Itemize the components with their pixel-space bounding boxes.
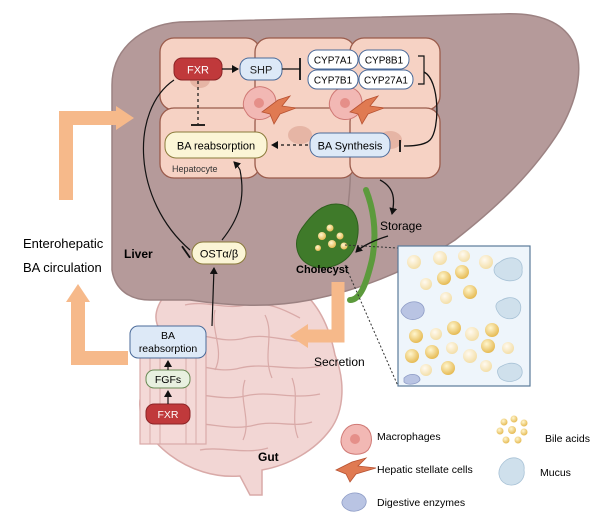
gut-label: Gut bbox=[258, 450, 279, 464]
fxr-liver-label: FXR bbox=[187, 65, 209, 77]
legend-bile-acids-icon bbox=[496, 415, 528, 444]
storage-label: Storage bbox=[380, 219, 422, 233]
ba-reabsorption-gut-label-2: reabsorption bbox=[139, 343, 198, 355]
cyp7b1-label: CYP7B1 bbox=[314, 76, 353, 87]
ba-reabsorption-gut-label-1: BA bbox=[161, 330, 175, 342]
cholecyst-label: Cholecyst bbox=[296, 264, 349, 276]
legend-enzymes-label: Digestive enzymes bbox=[377, 497, 465, 509]
legend-enzyme-icon bbox=[341, 492, 367, 512]
ba-reabsorption-gut-box: BA reabsorption bbox=[129, 325, 207, 359]
ost-box: OSTα/β bbox=[191, 241, 247, 265]
cyp-bracket bbox=[418, 55, 425, 85]
cyp7a1-box: CYP7A1 bbox=[307, 49, 359, 70]
legend-macrophage-icon bbox=[340, 423, 372, 455]
cyp27a1-box: CYP27A1 bbox=[358, 69, 414, 90]
bile-zoom-box bbox=[397, 245, 531, 387]
gallbladder bbox=[296, 187, 378, 303]
zoom-line-top bbox=[344, 244, 399, 249]
fgfs-label: FGFs bbox=[155, 374, 181, 386]
ost-to-reabsorption-arrow bbox=[221, 161, 243, 241]
enterohepatic-label-line2: BA circulation bbox=[23, 260, 102, 275]
legend-mucus-icon bbox=[498, 457, 525, 486]
fgfs-box: FGFs bbox=[145, 369, 191, 389]
cyp8b1-box: CYP8B1 bbox=[358, 49, 410, 70]
cyp-to-synthesis-connector bbox=[403, 71, 438, 147]
cyp8b1-label: CYP8B1 bbox=[365, 56, 404, 67]
liver-stellate-cell-1 bbox=[261, 95, 297, 125]
liver-stellate-cell-2 bbox=[349, 95, 385, 125]
secretion-label: Secretion bbox=[314, 355, 365, 369]
legend-macrophages-label: Macrophages bbox=[377, 431, 441, 443]
gut-reabsorption-to-ost-arrow bbox=[209, 267, 218, 327]
legend-mucus-label: Mucus bbox=[540, 467, 571, 479]
enterohepatic-label-line1: Enterohepatic bbox=[23, 236, 104, 251]
liver-macrophage-2 bbox=[328, 86, 363, 120]
ba-synthesis-box: BA Synthesis bbox=[309, 132, 391, 158]
fxr-to-ost-connector bbox=[142, 79, 191, 251]
intestinal-villi bbox=[139, 351, 207, 445]
ba-reabsorption-liver-box: BA reabsorption bbox=[164, 131, 268, 159]
enterohepatic-circulation-arrows bbox=[59, 106, 345, 365]
legend: Macrophages Hepatic stellate cells Diges… bbox=[335, 415, 590, 512]
legend-bile-acids-label: Bile acids bbox=[545, 433, 590, 445]
cyp27a1-label: CYP27A1 bbox=[364, 76, 408, 87]
duct-to-gallbladder-arrow bbox=[355, 235, 389, 253]
legend-stellate-label: Hepatic stellate cells bbox=[377, 464, 473, 476]
hepatocyte-label: Hepatocyte bbox=[172, 164, 218, 174]
cyp7b1-box: CYP7B1 bbox=[307, 69, 359, 90]
ba-synthesis-label: BA Synthesis bbox=[318, 141, 383, 153]
ba-reabsorption-liver-label: BA reabsorption bbox=[177, 141, 255, 153]
ost-label: OSTα/β bbox=[200, 249, 238, 261]
cyp7a1-label: CYP7A1 bbox=[314, 56, 353, 67]
storage-arrow bbox=[379, 179, 398, 215]
shp-label: SHP bbox=[250, 65, 273, 77]
legend-stellate-cell-icon bbox=[335, 457, 377, 483]
liver-label: Liver bbox=[124, 247, 153, 261]
fxr-gut-box: FXR bbox=[145, 403, 191, 425]
fxr-liver-box: FXR bbox=[173, 57, 223, 81]
shp-box: SHP bbox=[239, 57, 283, 81]
ost-inhibit-bar bbox=[181, 245, 191, 259]
fxr-gut-label: FXR bbox=[158, 409, 179, 421]
